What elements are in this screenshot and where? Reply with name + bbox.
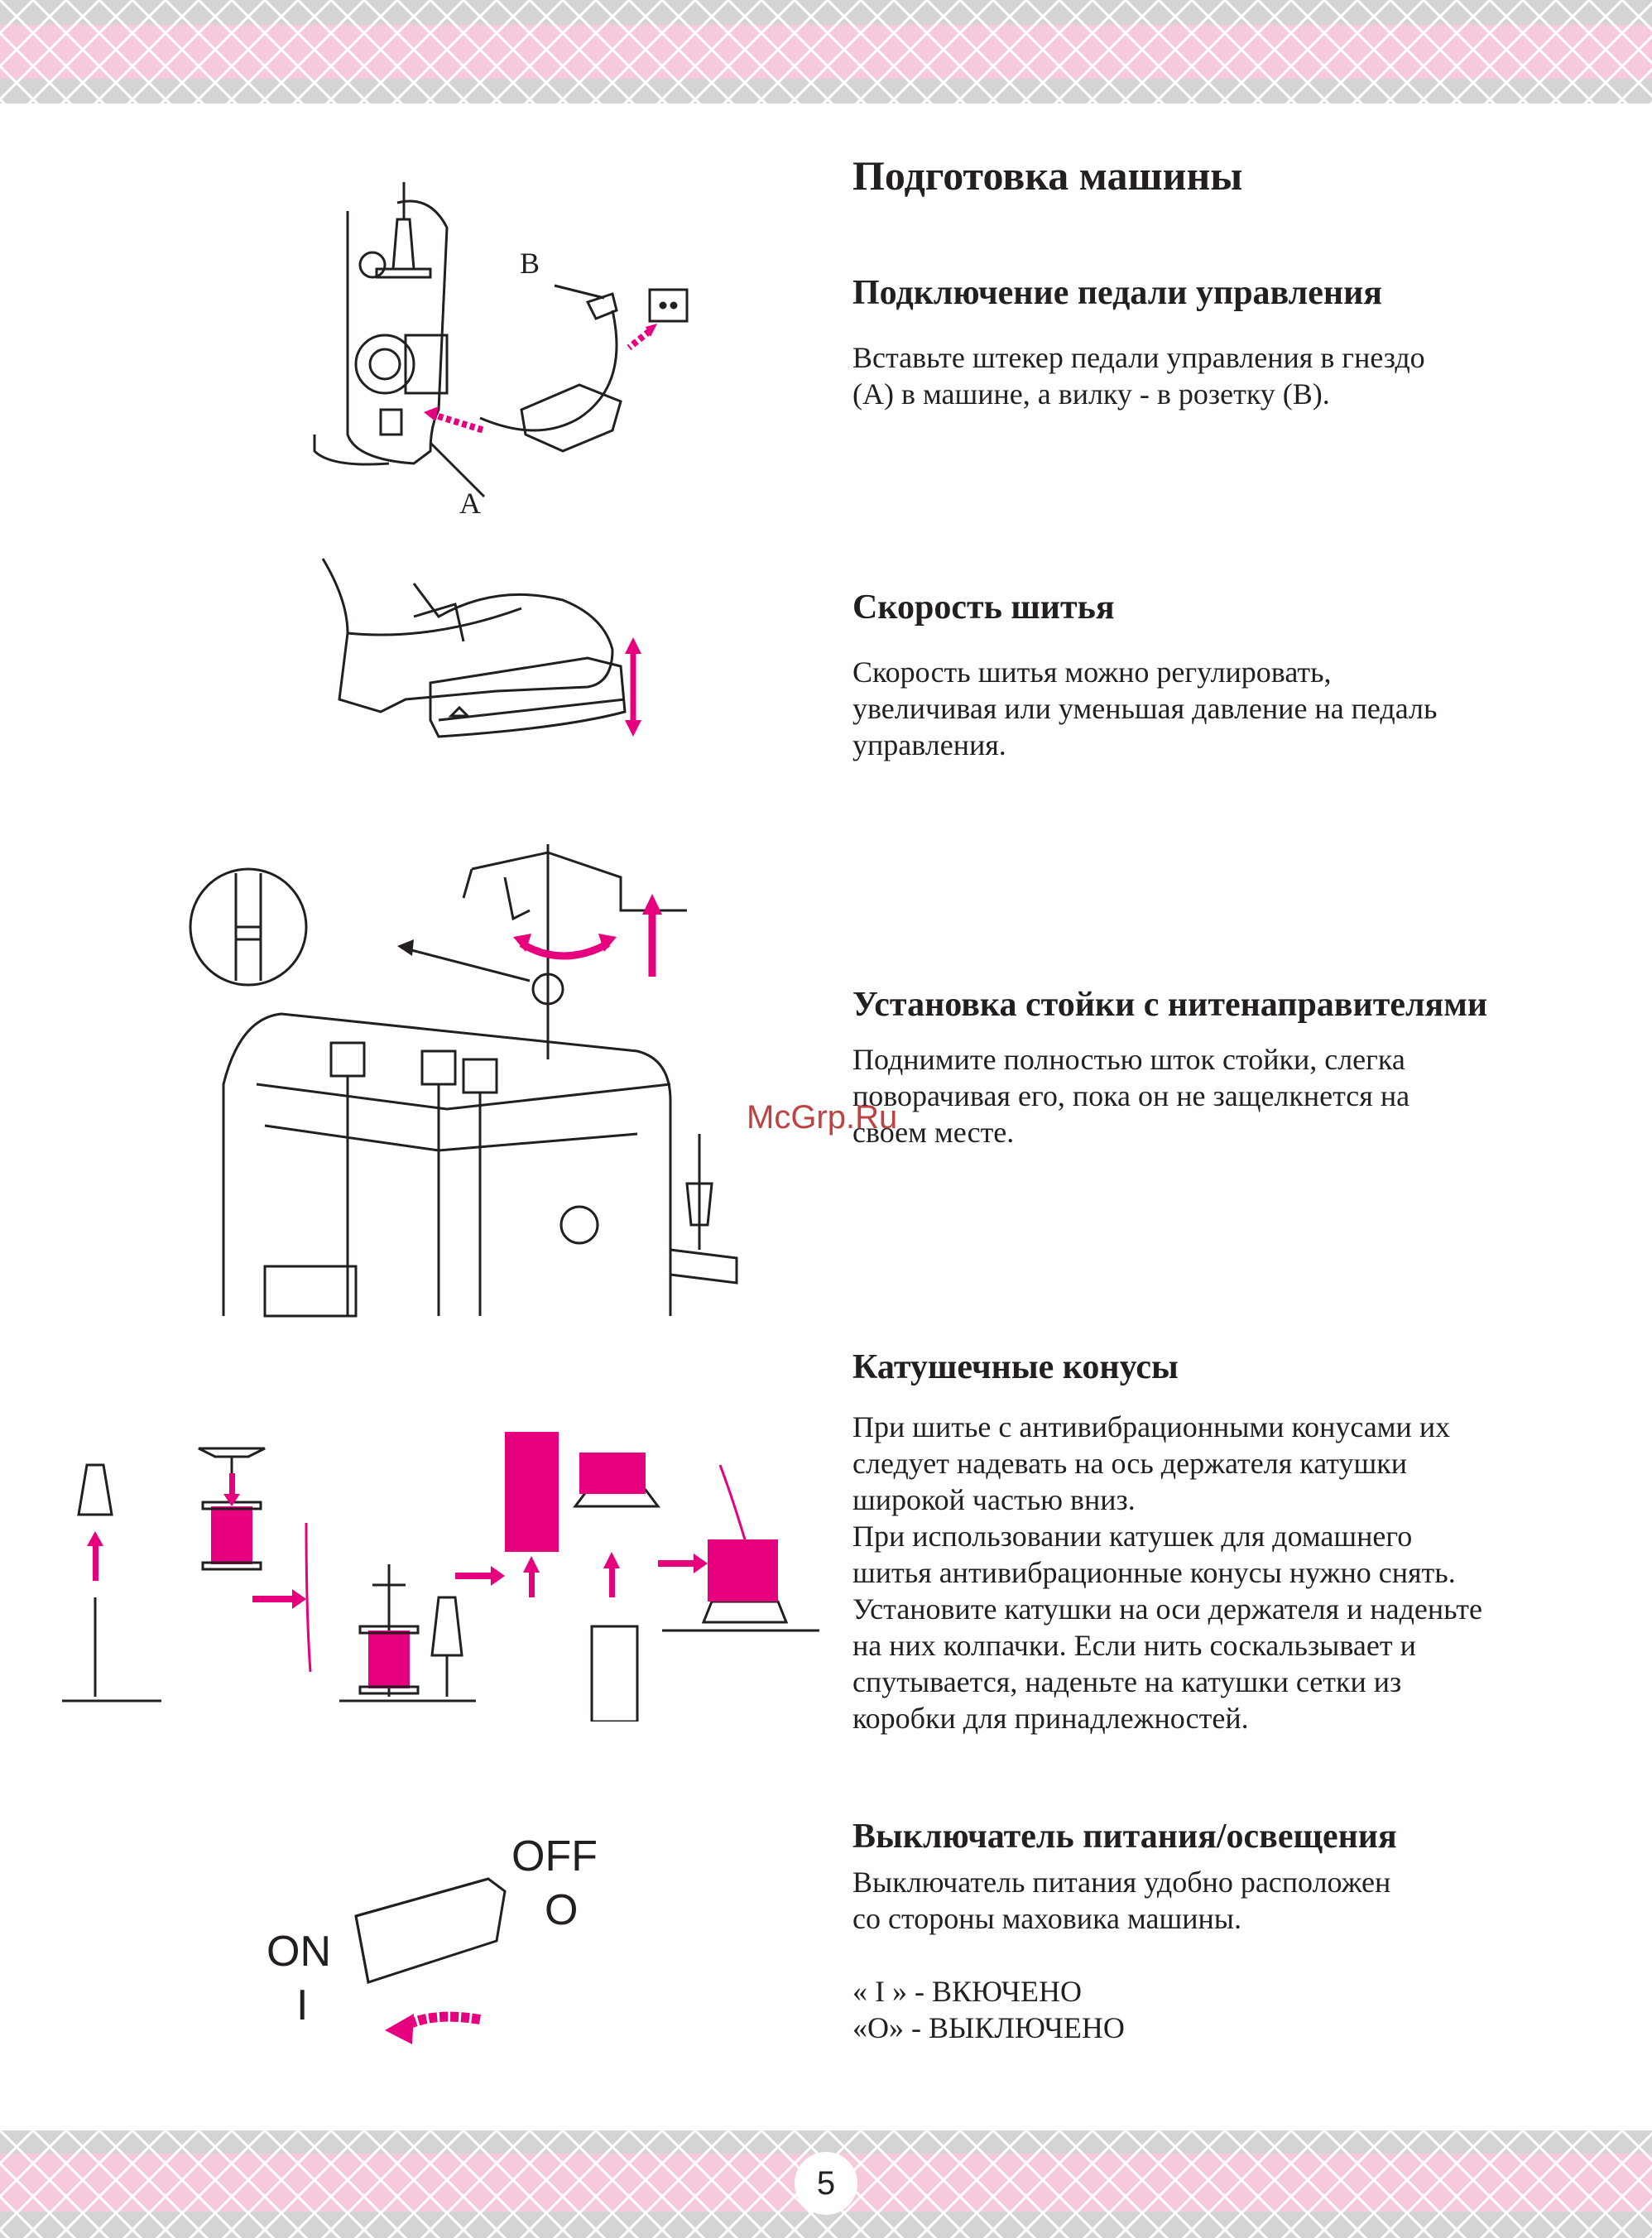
text-line: «O» - ВЫКЛЮЧЕНО	[852, 2011, 1125, 2044]
text-line: шитья антивибрационные конусы нужно снят…	[852, 1556, 1456, 1589]
text-line: спутывается, наденьте на катушки сетки и…	[852, 1665, 1402, 1698]
label-on: ON	[267, 1928, 331, 1976]
text-line: поворачивая его, пока он не защелкнется …	[852, 1079, 1410, 1112]
text-line: При шитье с антивибрационными конусами и…	[852, 1410, 1451, 1443]
text-line: Поднимите полностью шток стойки, слегка	[852, 1043, 1405, 1076]
text-line: коробки для принадлежностей.	[852, 1702, 1249, 1735]
section-text-pedal-connection: Вставьте штекер педали управления в гнез…	[852, 339, 1425, 412]
label-o: O	[545, 1886, 578, 1934]
pedal-connection-illustration: B A	[313, 182, 689, 520]
text-line: со стороны маховика машины.	[852, 1902, 1241, 1935]
text-line: Выключатель питания удобно расположен	[852, 1866, 1391, 1899]
label-off: OFF	[511, 1832, 598, 1880]
section-heading-power-switch: Выключатель питания/освещения	[852, 1818, 1397, 1856]
text-line: Вставьте штекер педали управления в гнез…	[852, 341, 1425, 374]
text-line: своем месте.	[852, 1116, 1015, 1149]
text-line: Скорость шитья можно регулировать,	[852, 656, 1332, 689]
text-line: увеличивая или уменьшая давление на педа…	[852, 692, 1438, 725]
section-heading-thread-cones: Катушечные конусы	[852, 1348, 1179, 1386]
watermark-text: McGrp.Ru	[747, 1099, 898, 1136]
text-line: управления.	[852, 728, 1006, 761]
text-line: « I » - ВКЮЧЕНО	[852, 1975, 1083, 2008]
section-heading-sewing-speed: Скорость шитья	[852, 588, 1115, 627]
section-text-thread-stand: Поднимите полностью шток стойки, слегка …	[852, 1041, 1409, 1150]
text-line: Установите катушки на оси держателя и на…	[852, 1592, 1482, 1626]
label-b: B	[520, 247, 540, 280]
section-heading-thread-stand: Установка стойки с нитенаправителями	[852, 986, 1488, 1024]
text-line: широкой частью вниз.	[852, 1483, 1136, 1516]
overlock-thread-stand-illustration	[189, 844, 738, 1318]
section-heading-pedal-connection: Подключение педали управления	[852, 274, 1383, 312]
thread-cones-illustration	[62, 1432, 819, 1722]
page-number: 5	[795, 2152, 857, 2215]
power-switch-illustration: OFF O ON I	[267, 1832, 598, 2044]
section-text-sewing-speed: Скорость шитья можно регулировать, увели…	[852, 654, 1437, 763]
label-a: A	[459, 487, 481, 520]
header-decorative-band	[0, 0, 1652, 108]
section-text-thread-cones: При шитье с антивибрационными конусами и…	[852, 1409, 1482, 1736]
text-line: следует надевать на ось держателя катушк…	[852, 1447, 1407, 1480]
page-title: Подготовка машины	[852, 152, 1243, 199]
text-line	[852, 1937, 1390, 1973]
label-i: I	[296, 1981, 308, 2029]
text-line: (А) в машине, а вилку - в розетку (В).	[852, 377, 1330, 411]
section-text-power-switch: Выключатель питания удобно расположен со…	[852, 1864, 1390, 2046]
text-line: на них колпачки. Если нить соскальзывает…	[852, 1629, 1416, 1662]
foot-pedal-illustration	[321, 558, 641, 738]
text-line: При использовании катушек для домашнего	[852, 1520, 1413, 1553]
